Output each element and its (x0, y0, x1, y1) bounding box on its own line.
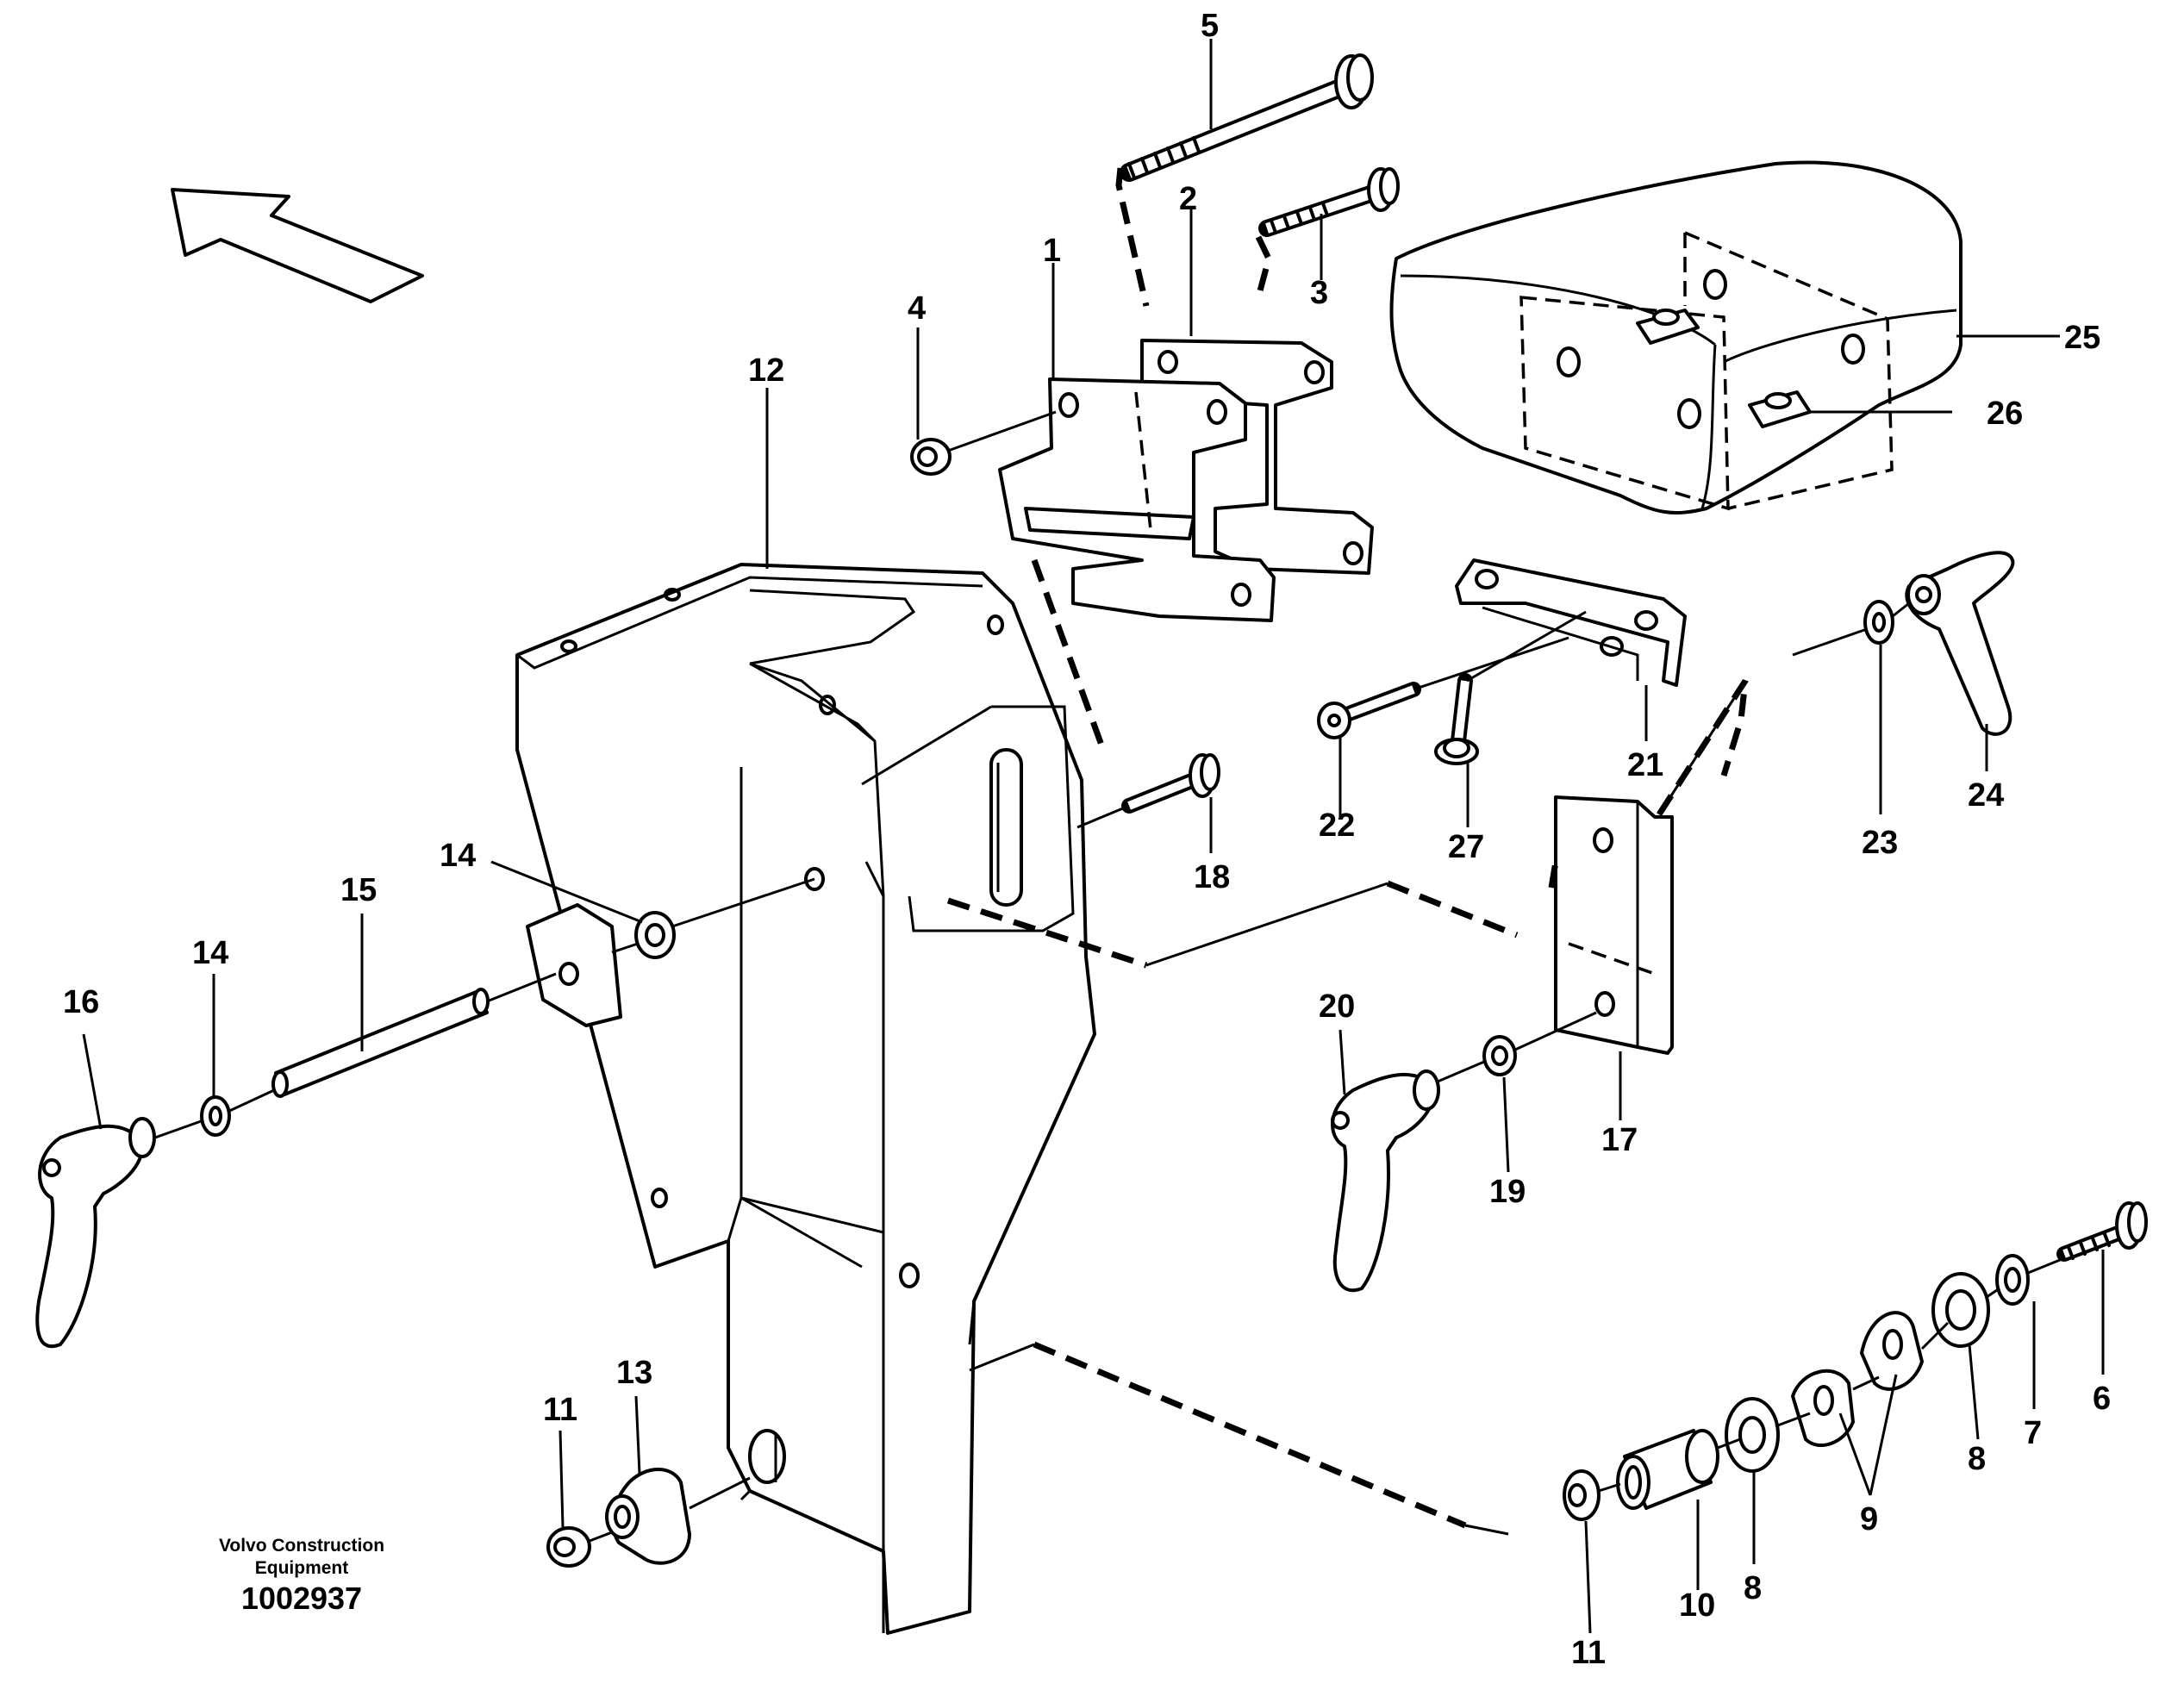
flange-nut-part-11-right (1563, 1469, 1601, 1521)
washer-part-14-lower (154, 1088, 275, 1139)
long-bolt-part-5 (1120, 53, 1374, 182)
callout-23: 23 (1862, 825, 1898, 861)
threaded-rod-part-15 (271, 972, 557, 1098)
bolt-part-3 (1258, 167, 1400, 237)
callout-8-left: 8 (1744, 1570, 1762, 1606)
rubber-bushing-part-13 (605, 1468, 751, 1565)
seat-cushion-part-25 (1389, 160, 1962, 514)
flange-nut-part-11 (546, 1526, 620, 1568)
square-nut-part-26 (1636, 309, 1952, 428)
callout-7: 7 (2024, 1415, 2042, 1451)
callout-6: 6 (2093, 1381, 2111, 1417)
washer-part-8-right (1920, 1272, 1990, 1350)
callout-18: 18 (1194, 859, 1230, 895)
callout-1: 1 (1043, 233, 1061, 269)
clamp-lever-part-20 (1331, 1070, 1440, 1293)
flange-bolt-part-27 (1434, 610, 1587, 765)
callout-20: 20 (1319, 988, 1355, 1025)
callout-labels: 5 2 3 1 4 12 25 26 21 22 27 24 23 18 14 … (63, 8, 2111, 1671)
seat-bracket-part-21 (1455, 558, 1687, 687)
clamp-lever-part-24 (1905, 551, 2015, 736)
callout-21: 21 (1627, 747, 1663, 783)
bolt-part-6 (2027, 1201, 2148, 1275)
bolt-part-18 (1076, 753, 1220, 829)
clamp-lever-part-16 (35, 1117, 156, 1348)
callout-13: 13 (616, 1355, 652, 1391)
callout-11-left: 11 (543, 1392, 577, 1428)
mounting-bracket-part-1 (998, 377, 1276, 622)
callout-9: 9 (1860, 1501, 1878, 1537)
callout-24: 24 (1968, 777, 2004, 814)
callout-26: 26 (1987, 396, 2023, 432)
publisher-caption: Volvo Construction Equipment 1002937 (219, 1536, 384, 1616)
callout-8-right: 8 (1968, 1441, 1986, 1477)
mounting-plate-part-17 (1554, 795, 1674, 1055)
tab-washer-part-9 (1775, 1311, 1924, 1448)
caption-company: Volvo Construction (219, 1536, 384, 1556)
leader-lines (82, 39, 2105, 1634)
flange-nut-part-4 (910, 410, 1057, 476)
callout-25: 25 (2064, 320, 2100, 356)
clamp-plate (526, 903, 639, 1027)
spacer-sleeve-part-10 (1598, 1429, 1719, 1510)
callout-14-upper: 14 (440, 838, 476, 874)
callout-5: 5 (1201, 8, 1219, 44)
callout-11-right: 11 (1571, 1635, 1606, 1671)
washer-part-19 (1437, 1011, 1597, 1083)
callout-2: 2 (1179, 181, 1197, 217)
callout-15: 15 (340, 872, 377, 908)
washer-part-8-left (1717, 1397, 1780, 1473)
washer-part-23 (1792, 600, 1910, 657)
callout-27: 27 (1448, 829, 1484, 865)
callout-3: 3 (1310, 275, 1328, 311)
callout-17: 17 (1601, 1122, 1638, 1158)
button-head-bolt-part-22 (1317, 636, 1569, 739)
drawing-number: 1002937 (241, 1581, 362, 1616)
washer-part-7 (1986, 1254, 2030, 1306)
callout-16: 16 (63, 984, 99, 1020)
callout-4: 4 (908, 290, 926, 327)
callout-22: 22 (1319, 808, 1355, 844)
direction-arrow-icon (171, 188, 424, 303)
callout-19: 19 (1489, 1174, 1526, 1210)
washer-part-14 (634, 877, 815, 959)
callout-10: 10 (1679, 1587, 1715, 1624)
main-stand-part-12 (515, 563, 1096, 1635)
caption-company-2: Equipment (255, 1558, 349, 1578)
callout-12: 12 (748, 352, 784, 389)
callout-14-lower: 14 (192, 935, 228, 971)
